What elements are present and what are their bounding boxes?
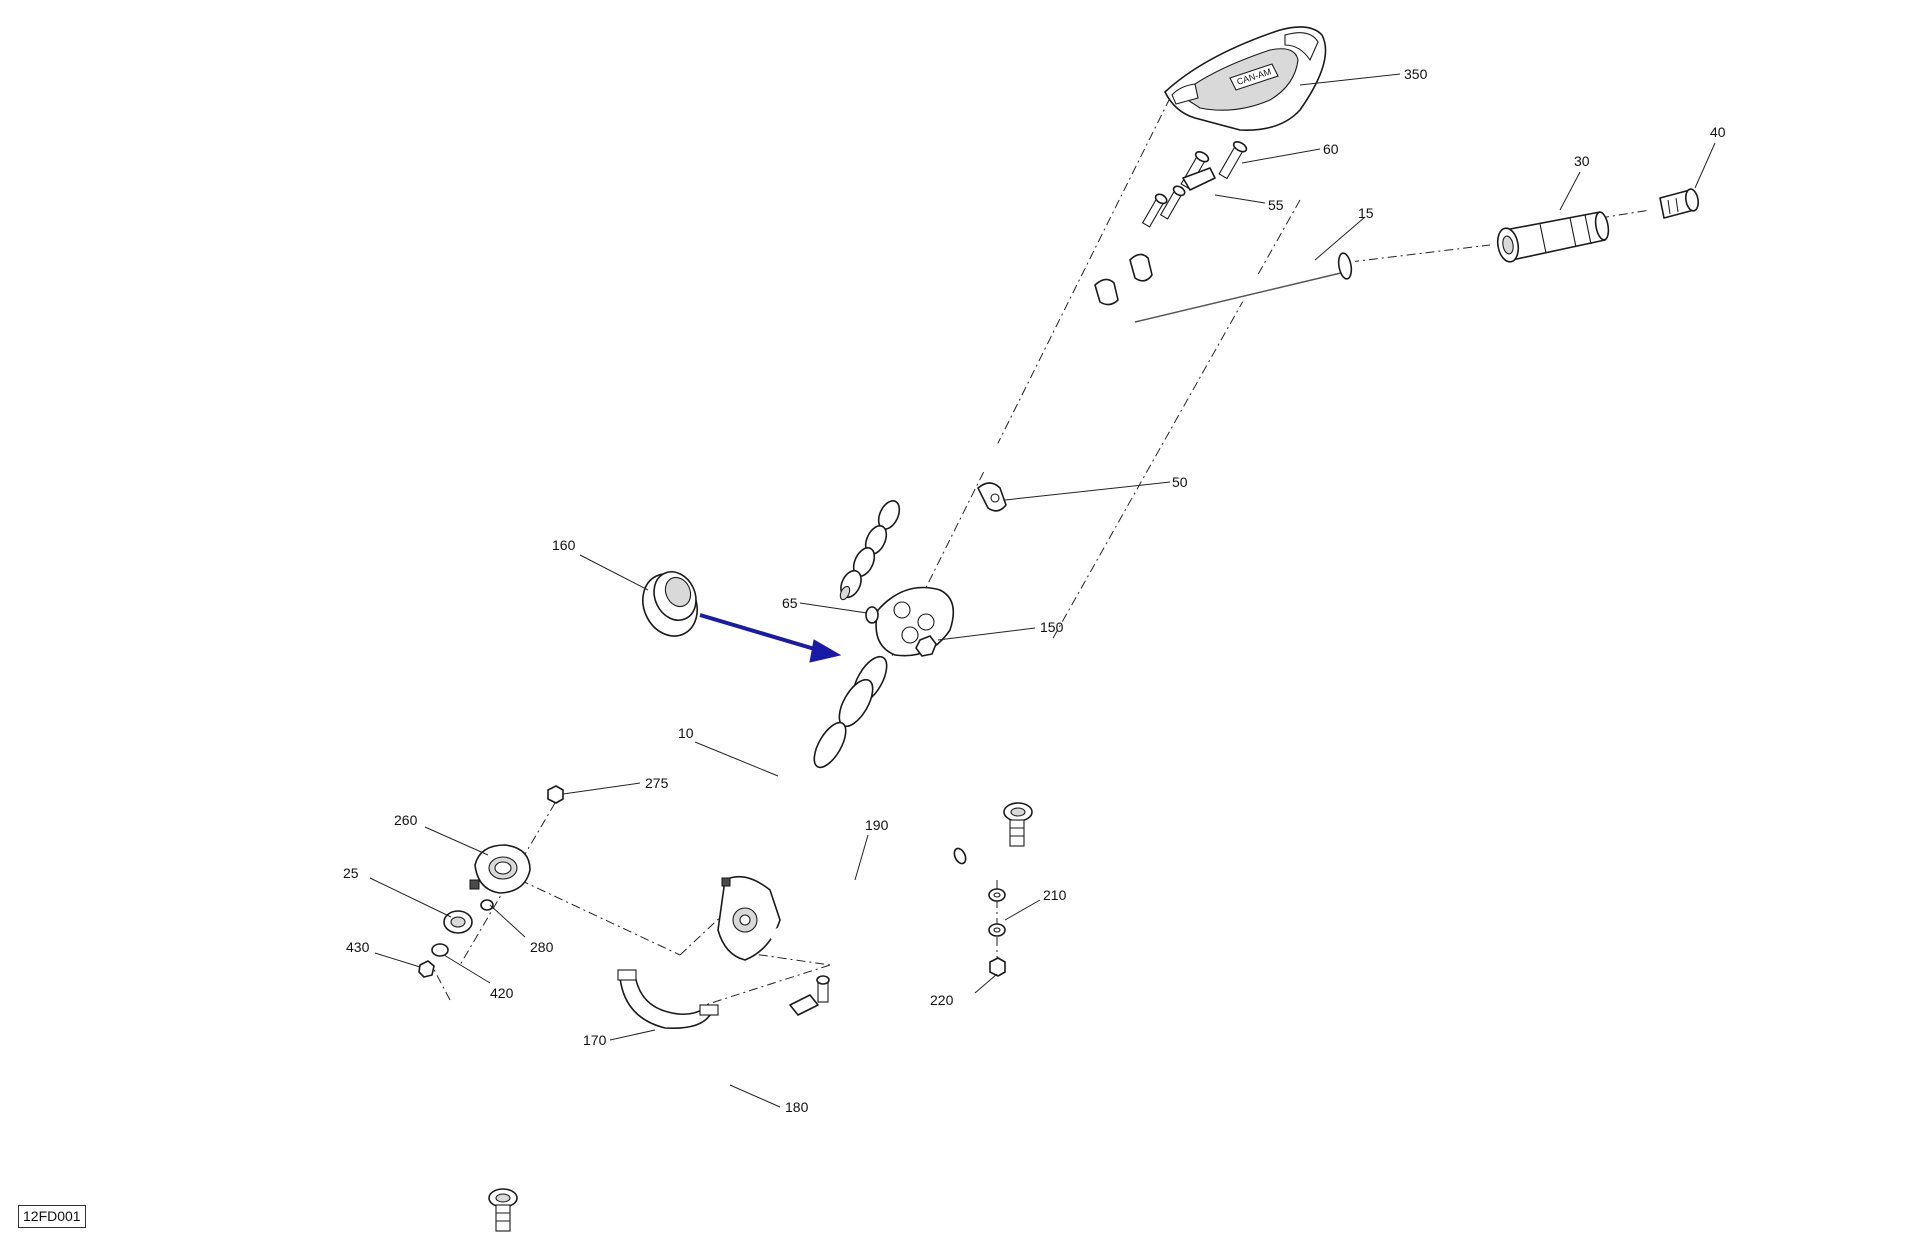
callout-280: 280 xyxy=(530,939,554,955)
callout-220: 220 xyxy=(930,992,954,1008)
callout-350: 350 xyxy=(1404,66,1428,82)
callout-170: 170 xyxy=(583,1032,607,1048)
callout-30: 30 xyxy=(1574,153,1590,169)
tie-rod-lower xyxy=(488,975,830,1232)
figure-reference-label: 12FD001 xyxy=(18,1205,86,1228)
callout-190: 190 xyxy=(865,817,889,833)
handlebar xyxy=(827,252,1356,601)
handlebar-grip xyxy=(1496,211,1610,263)
install-arrow xyxy=(699,613,842,663)
end-plug xyxy=(1659,188,1700,219)
callout-labels: 350 60 55 15 30 40 50 65 150 160 10 190 … xyxy=(343,66,1726,1115)
callout-50: 50 xyxy=(1172,474,1188,490)
tie-rod-upper xyxy=(769,802,1033,941)
callout-275: 275 xyxy=(645,775,669,791)
bearing xyxy=(642,571,698,637)
washer-420 xyxy=(431,943,449,957)
callout-15: 15 xyxy=(1358,205,1374,221)
callout-55: 55 xyxy=(1268,197,1284,213)
sensor-bracket xyxy=(469,844,531,894)
upper-clamps xyxy=(1094,167,1216,306)
flange-nut xyxy=(915,635,937,657)
callout-60: 60 xyxy=(1323,141,1339,157)
small-washer xyxy=(865,606,879,624)
steering-clamp xyxy=(617,969,719,1030)
nut-275 xyxy=(547,785,564,804)
bolt-430 xyxy=(418,960,435,978)
callout-160: 160 xyxy=(552,537,576,553)
pin-280 xyxy=(480,899,494,911)
callout-40: 40 xyxy=(1710,124,1726,140)
callout-210: 210 xyxy=(1043,887,1067,903)
leader-lines xyxy=(369,73,1716,1108)
assembly-centerlines xyxy=(429,97,1651,1006)
callout-180: 180 xyxy=(785,1099,809,1115)
lower-clamp xyxy=(977,482,1007,512)
handlebar-cover: CAN-AM xyxy=(1164,26,1327,131)
callout-430: 430 xyxy=(346,939,370,955)
washers-and-nut xyxy=(988,888,1006,977)
handlebar-left-end-rings xyxy=(839,500,901,601)
callout-10: 10 xyxy=(678,725,694,741)
callout-420: 420 xyxy=(490,985,514,1001)
steering-column xyxy=(717,586,955,961)
callout-150: 150 xyxy=(1040,619,1064,635)
callout-65: 65 xyxy=(782,595,798,611)
spacer-25 xyxy=(443,910,473,934)
callout-25: 25 xyxy=(343,865,359,881)
callout-260: 260 xyxy=(394,812,418,828)
